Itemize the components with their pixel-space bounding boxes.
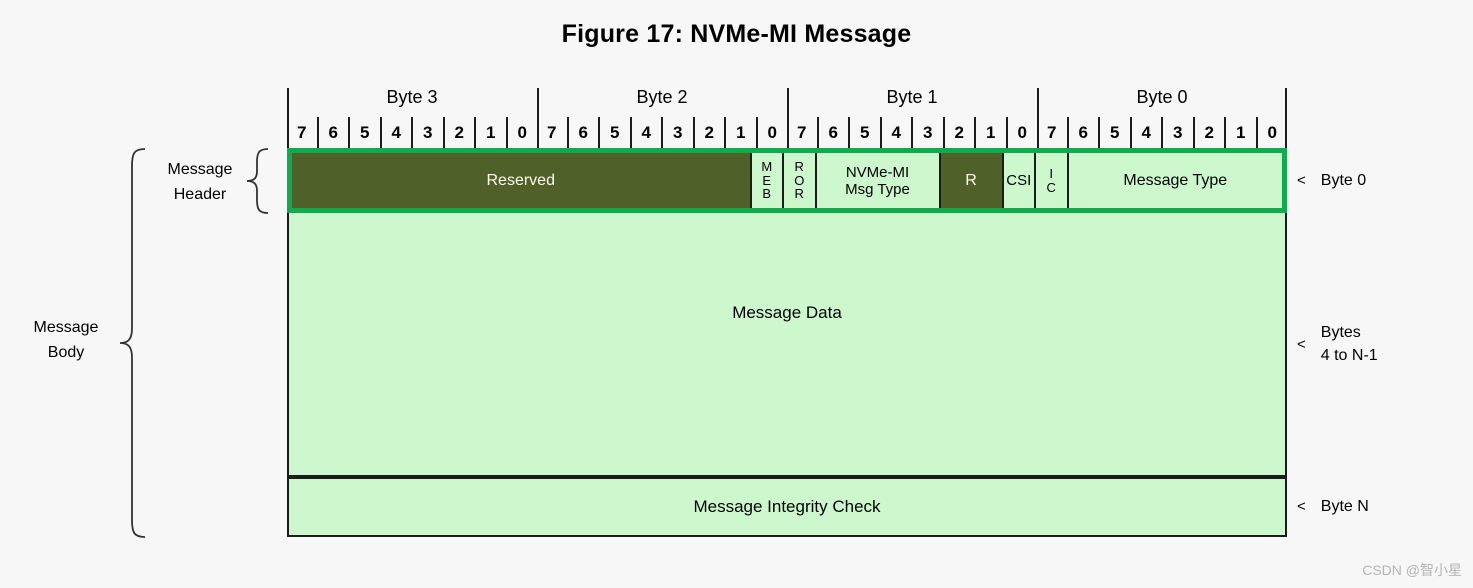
bit-number: 0: [755, 117, 788, 148]
field-r: R: [938, 153, 1002, 208]
field-meb: M E B: [749, 153, 782, 208]
bit-number: 4: [879, 117, 912, 148]
bit-number: 3: [411, 117, 443, 148]
bit-number: 7: [297, 123, 307, 142]
field-ic: I C: [1034, 153, 1067, 208]
left-arrow-glyph: <: [1297, 172, 1306, 189]
bit-number: 6: [566, 117, 599, 148]
byte-boundary-tick: [537, 88, 539, 148]
right-label-text: Byte N: [1320, 498, 1369, 515]
byte-boundary-tick: [787, 88, 789, 148]
field-ror: R O R: [782, 153, 815, 208]
message-data-label: Message Data: [732, 303, 842, 322]
left-arrow-glyph: <: [1297, 335, 1306, 353]
bit-number: 1: [1224, 117, 1256, 148]
right-label-text: Byte 0: [1320, 172, 1367, 189]
field-reserved: Reserved: [292, 153, 750, 208]
bit-number: 2: [692, 117, 725, 148]
bit-number: 5: [848, 117, 880, 148]
bit-number: 5: [1098, 117, 1130, 148]
bit-number: 2: [442, 117, 475, 148]
byte-boundary-tick: [1037, 88, 1039, 148]
bit-number: 2: [1192, 117, 1225, 148]
bit-number: 1: [974, 117, 1006, 148]
bit-number: 1: [474, 117, 506, 148]
bit-number: 0: [1005, 117, 1038, 148]
right-label-byte0: < Byte 0: [1297, 169, 1366, 192]
bit-number: 6: [316, 117, 349, 148]
bit-number: 2: [942, 117, 975, 148]
message-body-brace: [119, 148, 146, 538]
bit-number: 7: [547, 123, 557, 142]
right-label-text: Bytes 4 to N-1: [1320, 324, 1378, 364]
byte1-label: Byte 1: [886, 87, 938, 107]
bit-number: 4: [379, 117, 412, 148]
message-header-row: Reserved M E B R O R NVMe-MI Msg Type R …: [287, 148, 1287, 213]
bit-number: 0: [1255, 117, 1288, 148]
bit-number: 7: [1047, 123, 1057, 142]
bit-number: 0: [505, 117, 538, 148]
field-message-type: Message Type: [1066, 153, 1282, 208]
bit-number: 3: [661, 117, 693, 148]
byte-boundary-tick: [1285, 88, 1287, 148]
right-label-bytes-4-to-n-1: < Bytes 4 to N-1: [1297, 321, 1378, 367]
message-data-box: Message Data: [287, 213, 1287, 477]
bit-number: 4: [1129, 117, 1162, 148]
bit-number: 6: [1066, 117, 1099, 148]
message-header-brace: [246, 148, 269, 214]
bit-number: 1: [724, 117, 756, 148]
bit-number: 6: [816, 117, 849, 148]
byte3-label: Byte 3: [386, 87, 438, 107]
byte0-label: Byte 0: [1136, 87, 1188, 107]
message-integrity-check-box: Message Integrity Check: [287, 477, 1287, 537]
figure-title: Figure 17: NVMe-MI Message: [561, 20, 912, 48]
bit-number: 3: [911, 117, 943, 148]
message-integrity-check-label: Message Integrity Check: [693, 497, 881, 516]
message-body-label: Message Body: [33, 319, 99, 361]
field-csi: CSI: [1001, 153, 1034, 208]
message-header-label: Message Header: [167, 161, 233, 203]
csdn-watermark: CSDN @智小星: [1362, 562, 1462, 578]
field-nvme-mi-msg-type: NVMe-MI Msg Type: [814, 153, 939, 208]
bit-number: 5: [348, 117, 380, 148]
left-arrow-glyph: <: [1297, 498, 1306, 515]
byte2-label: Byte 2: [636, 87, 688, 107]
bit-number: 4: [629, 117, 662, 148]
right-label-byte-n: < Byte N: [1297, 495, 1369, 518]
bit-number: 3: [1161, 117, 1193, 148]
byte-boundary-tick: [287, 88, 289, 148]
bit-number: 7: [797, 123, 807, 142]
bit-number: 5: [598, 117, 630, 148]
